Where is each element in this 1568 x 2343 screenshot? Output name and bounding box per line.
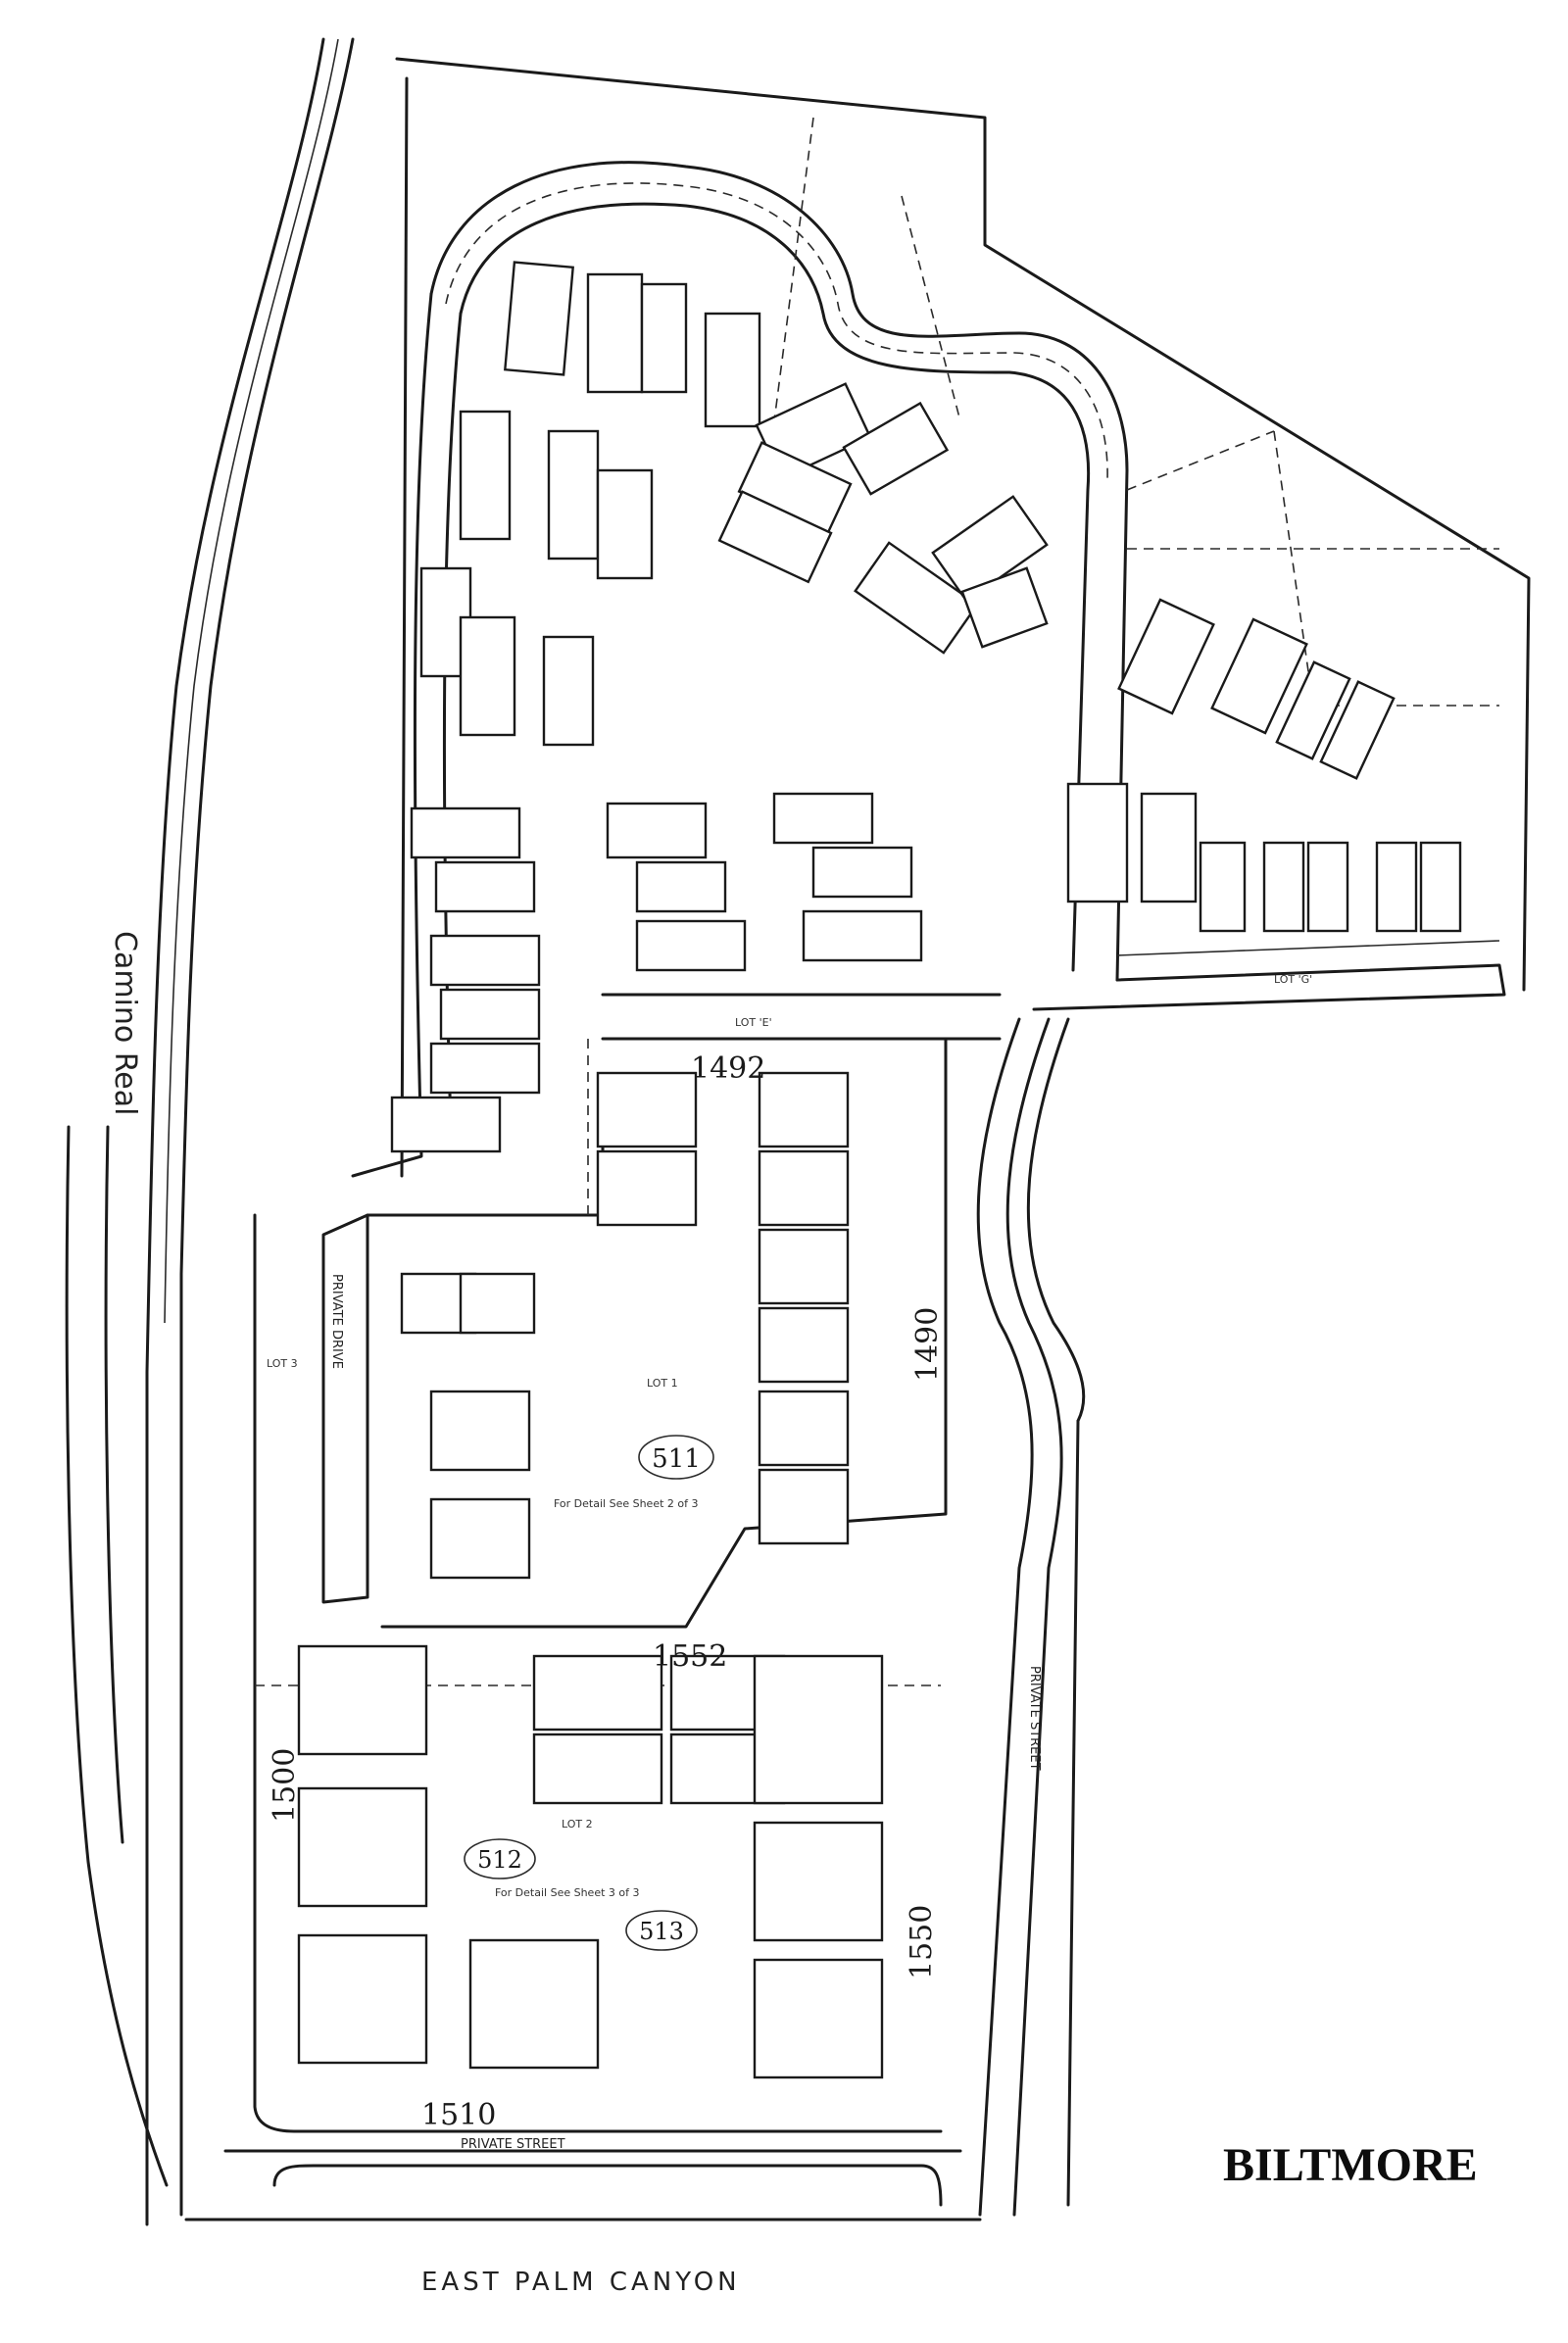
northeast-buildings <box>1066 598 1462 933</box>
lot-2-label: LOT 2 <box>562 1818 593 1830</box>
parcel-markers: 511 512 513 <box>464 1435 714 1951</box>
note-detail-sheet-2: For Detail See Sheet 2 of 3 <box>554 1497 699 1510</box>
address-1492: 1492 <box>691 1051 765 1086</box>
address-1510: 1510 <box>421 2098 496 2132</box>
road-east-palm-canyon: EAST PALM CANYON <box>421 2268 741 2297</box>
lot-labels: LOT 1 LOT 2 LOT 3 LOT 'E' LOT 'G' For De… <box>267 973 1312 1899</box>
parcel-511: 511 <box>652 1444 701 1474</box>
parcel-512: 512 <box>477 1846 522 1874</box>
address-1550: 1550 <box>905 1905 939 1979</box>
lot-1-label: LOT 1 <box>647 1377 678 1390</box>
road-private-street-south: PRIVATE STREET <box>461 2137 565 2152</box>
map-title: BILTMORE <box>1223 2139 1478 2191</box>
lot-g-label: LOT 'G' <box>1274 973 1312 986</box>
lot-1-buildings <box>400 1071 850 1580</box>
outer-boundary <box>65 37 1531 2226</box>
lot-3-label: LOT 3 <box>267 1357 298 1370</box>
address-1500: 1500 <box>268 1748 302 1823</box>
middle-cluster-buildings <box>390 792 923 1153</box>
address-numbers: 1492 1490 1552 1500 1550 1510 <box>268 1051 945 2132</box>
road-private-street-east: PRIVATE STREET <box>1027 1666 1042 1771</box>
address-1552: 1552 <box>653 1639 727 1674</box>
south-buildings <box>297 1644 884 2079</box>
north-cluster-buildings <box>419 261 1049 747</box>
lot-e-label: LOT 'E' <box>735 1016 772 1029</box>
road-camino-real: Camino Real <box>108 931 142 1115</box>
road-labels: Camino Real EAST PALM CANYON PRIVATE STR… <box>108 931 1042 2297</box>
note-detail-sheet-3: For Detail See Sheet 3 of 3 <box>495 1886 640 1899</box>
parcel-513: 513 <box>639 1918 684 1945</box>
road-private-drive: PRIVATE DRIVE <box>329 1274 344 1369</box>
address-1490: 1490 <box>910 1307 945 1382</box>
